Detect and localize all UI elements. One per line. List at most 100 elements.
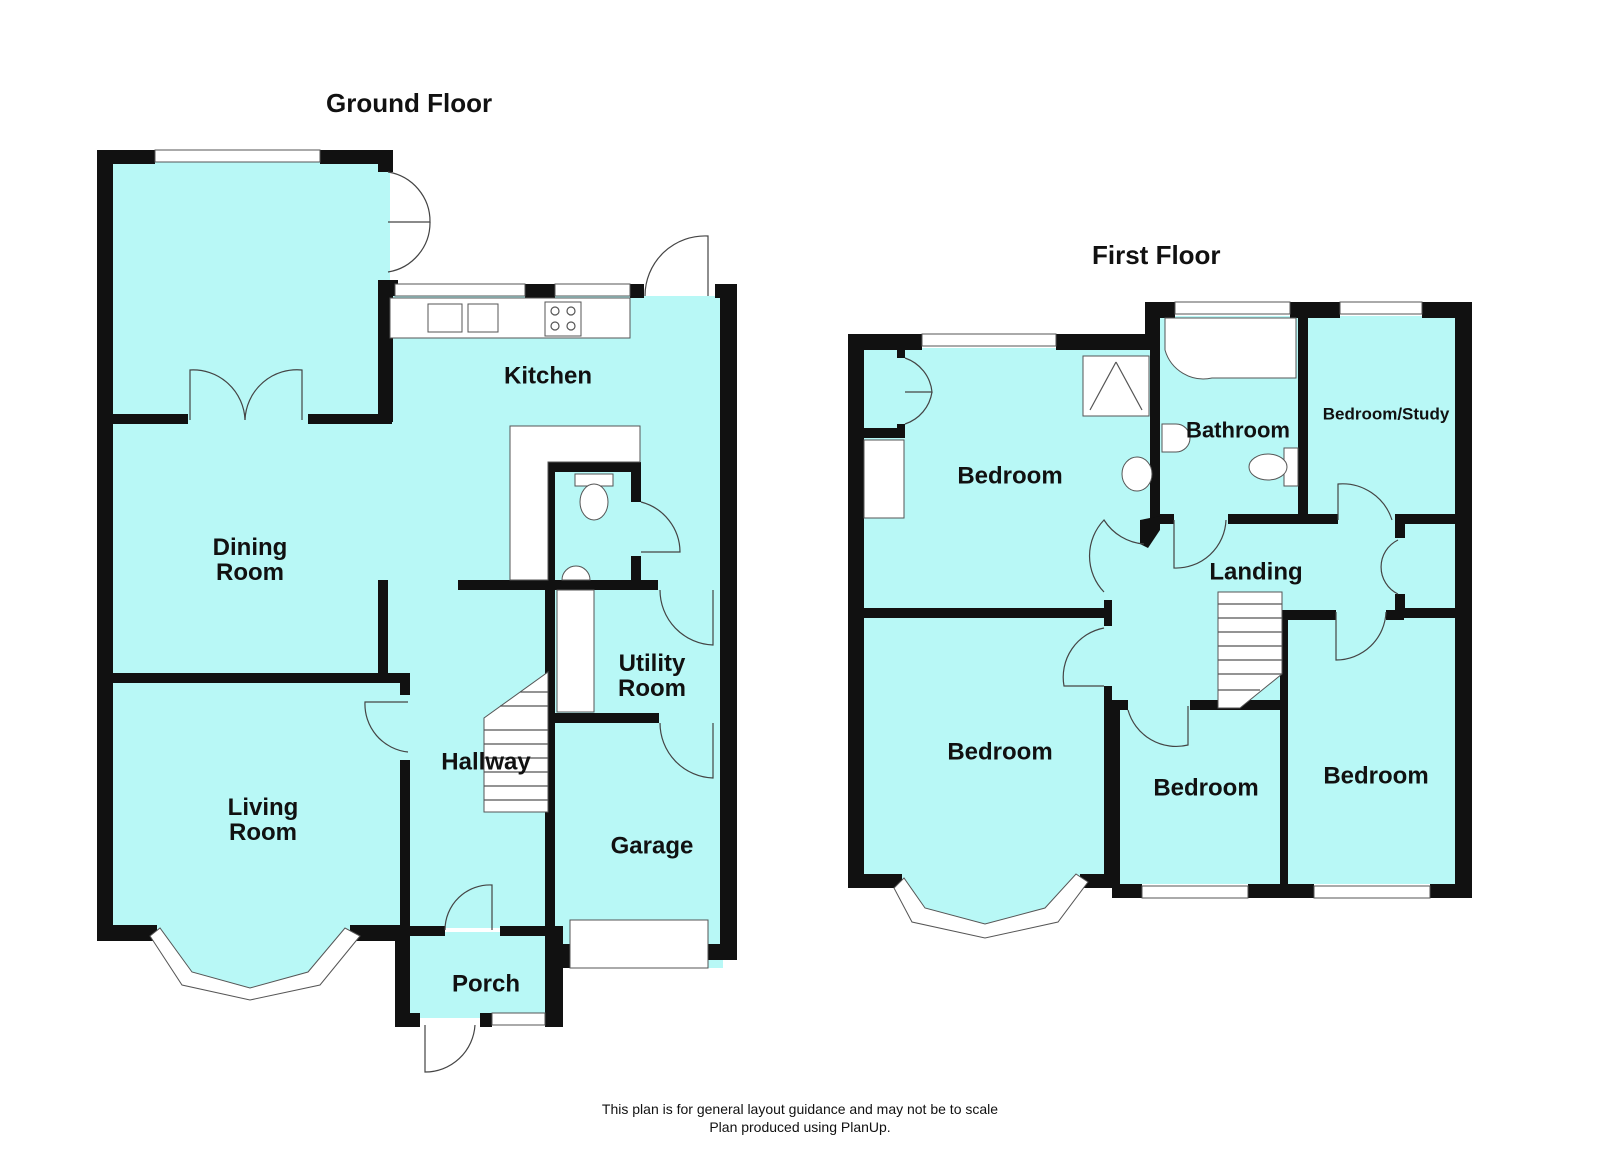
window	[1141, 885, 1249, 899]
wardrobe	[863, 439, 905, 519]
room-label-landing: Landing	[1209, 560, 1302, 585]
room-label-text: Room	[228, 819, 297, 846]
window	[1313, 885, 1431, 899]
door-swing	[387, 171, 431, 223]
wall	[1395, 514, 1472, 524]
wall	[720, 284, 737, 958]
wall	[555, 713, 659, 723]
footer-credit: Plan produced using PlanUp.	[709, 1119, 891, 1135]
wall	[1430, 884, 1472, 898]
door-swing	[1337, 483, 1393, 521]
room-label-garage: Garage	[611, 834, 694, 859]
living-room-fill	[112, 680, 408, 932]
wall	[1386, 610, 1404, 620]
room-label-text: Room	[216, 559, 284, 586]
wall	[1298, 312, 1308, 518]
wall	[525, 284, 555, 298]
wall	[548, 926, 563, 1027]
wall	[848, 334, 864, 888]
room-label-text: Room	[618, 675, 686, 702]
ensuite-basin	[1121, 456, 1153, 492]
door-swing	[364, 701, 409, 753]
wall	[1280, 610, 1288, 888]
wall	[1080, 874, 1120, 888]
room-label-text: Hallway	[441, 748, 531, 776]
wall	[308, 414, 392, 424]
wall	[545, 462, 641, 472]
window	[154, 149, 321, 163]
wall	[400, 673, 410, 695]
room-label-bedroom-study: Bedroom/Study	[1323, 402, 1450, 427]
wall	[1395, 514, 1405, 538]
bath	[1164, 317, 1297, 380]
room-label-text: Landing	[1209, 558, 1303, 586]
wall	[1140, 516, 1160, 548]
wall	[378, 280, 398, 296]
room-label-dining-room: Dining Room	[213, 535, 288, 585]
window	[394, 283, 526, 297]
wall	[1145, 302, 1175, 318]
wc-pan	[579, 483, 609, 521]
wall	[378, 280, 393, 422]
wall	[395, 926, 410, 1026]
wall	[1150, 348, 1160, 518]
room-label-text: Utility	[618, 650, 686, 677]
room-label-text: Dining	[212, 534, 288, 561]
room-label-hallway: Hallway	[441, 750, 530, 775]
bedroom-right-fill	[1288, 618, 1455, 884]
staircase	[483, 671, 549, 813]
room-label-text: Porch	[451, 970, 521, 998]
hob-ring	[566, 306, 576, 316]
wall	[97, 150, 113, 940]
window	[1174, 301, 1291, 315]
bedroom-front-fill	[862, 618, 1112, 882]
door-swing	[444, 884, 493, 931]
utility-worktop	[556, 589, 595, 713]
room-label-utility-room: Utility Room	[618, 651, 686, 701]
room-label-text: Bedroom/Study	[1322, 404, 1450, 424]
wall	[1290, 302, 1340, 318]
door-swing	[1173, 519, 1227, 569]
door-swing	[904, 357, 933, 393]
sink-bowl	[467, 303, 499, 333]
room-label-text: Kitchen	[503, 362, 593, 390]
window	[921, 333, 1057, 347]
wall	[862, 428, 898, 438]
hob-ring	[550, 321, 560, 331]
wall	[1104, 600, 1112, 626]
ground-floor-title: Ground Floor	[326, 88, 493, 118]
wall	[480, 1013, 492, 1027]
wall	[1160, 514, 1174, 524]
shower-line	[1089, 361, 1117, 411]
wall	[1112, 884, 1142, 898]
room-label-bedroom-right: Bedroom	[1323, 764, 1428, 789]
door-swing	[644, 235, 709, 297]
door-swing	[904, 391, 933, 425]
room-label-porch: Porch	[452, 972, 520, 997]
wall	[1395, 608, 1472, 618]
wall	[545, 462, 555, 1027]
room-label-living-room: Living Room	[228, 795, 299, 845]
wall	[848, 334, 922, 350]
wall	[708, 944, 737, 960]
wall	[97, 925, 157, 941]
room-label-text: Bedroom	[1153, 774, 1259, 802]
door-swing	[1088, 519, 1145, 593]
wall	[378, 150, 393, 172]
room-label-text: Bathroom	[1186, 417, 1290, 443]
garage-door	[569, 919, 709, 969]
wall	[320, 150, 393, 164]
wall	[1228, 514, 1338, 524]
wall	[97, 150, 155, 164]
porch-fill	[410, 932, 548, 1018]
bath-basin	[1161, 423, 1191, 453]
wall	[555, 580, 595, 590]
hob-ring	[550, 306, 560, 316]
wall	[395, 926, 445, 936]
door-swing	[244, 369, 303, 421]
wall	[500, 926, 550, 936]
bay-window	[893, 873, 1089, 939]
window	[491, 1012, 546, 1026]
wall	[1395, 594, 1405, 610]
